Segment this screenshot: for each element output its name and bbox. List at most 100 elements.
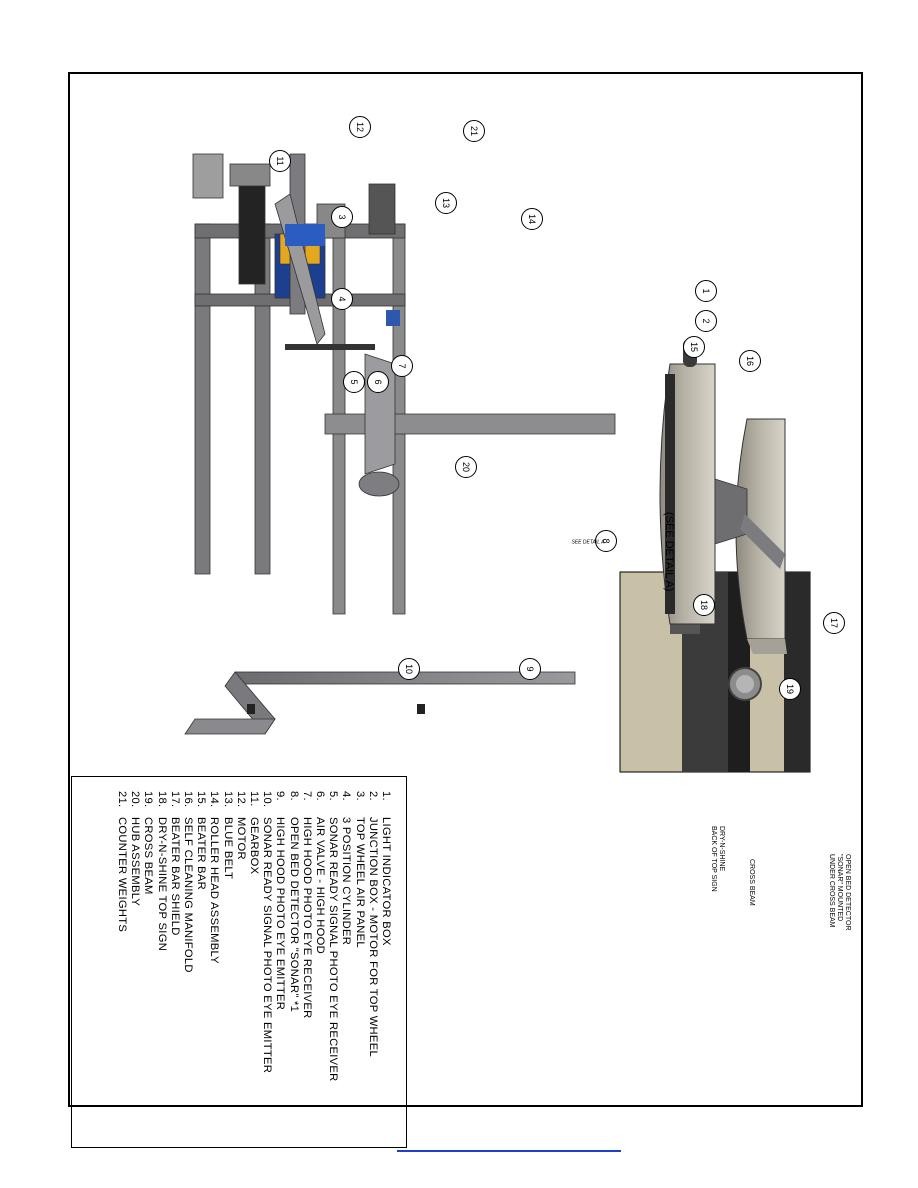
legend-item-label: SONAR READY SIGNAL PHOTO EYE RECEIVER [327, 817, 340, 1082]
legend-item-label: HIGH HOOD PHOTO EYE RECEIVER [300, 817, 313, 1019]
see-detail-small-label: SEE DETAIL A [571, 539, 605, 546]
legend-item: 15. BEATER BAR [194, 791, 207, 1137]
detail-note-beam: CROSS BEAM [748, 859, 755, 906]
legend-item-number: 14. [208, 791, 221, 808]
legend-item-label: SONAR READY SIGNAL PHOTO EYE EMITTER [261, 817, 274, 1074]
drawing-frame: 1 2 3 4 5 6 7 8 SEE DETAIL A 9 10 11 12 … [68, 72, 865, 1148]
legend-item-label: GEARBOX [247, 817, 260, 875]
legend-item: 14. ROLLER HEAD ASSEMBLY [207, 791, 220, 1137]
legend-item-number: 6. [313, 791, 326, 801]
legend-item-label: BLUE BELT [221, 817, 234, 880]
legend-item-label: BEATER BAR SHIELD [168, 817, 181, 936]
legend-item-number: 21. [115, 791, 128, 808]
callout-13: 13 [435, 192, 457, 214]
legend-item-number: 17. [168, 791, 181, 808]
legend-item: 1. LIGHT INDICATOR BOX [379, 791, 392, 1137]
callout-14: 14 [521, 208, 543, 230]
legend-item-label: AIR VALVE - HIGH HOOD [313, 817, 326, 955]
legend-item-label: ROLLER HEAD ASSEMBLY [208, 817, 221, 964]
legend-item: 19. CROSS BEAM [141, 791, 154, 1137]
legend-item-label: DRY-N-SHINE TOP SIGN [155, 817, 168, 952]
callout-16: 16 [739, 350, 761, 372]
legend-item: 9. HIGH HOOD PHOTO EYE EMITTER [273, 791, 286, 1137]
legend-item-number: 8. [287, 791, 300, 801]
arm-beams [192, 153, 616, 435]
legend-item: 17. BEATER BAR SHIELD [168, 791, 181, 1137]
legend-item-number: 20. [129, 791, 142, 808]
callout-7: 7 [391, 355, 413, 377]
legend-item-number: 4. [340, 791, 353, 801]
callout-10: 10 [398, 658, 420, 680]
legend-item-label: HIGH HOOD PHOTO EYE EMITTER [274, 817, 287, 1011]
callout-3: 3 [331, 206, 353, 228]
callout-2: 2 [695, 310, 717, 332]
legend-item-label: 3 POSITION CYLINDER [340, 817, 353, 946]
legend-item: 3. TOP WHEEL AIR PANEL [352, 791, 366, 1137]
callout-20: 20 [455, 456, 477, 478]
detail-note-sonar-line3: UNDER CROSS BEAM [828, 854, 835, 928]
callout-9: 9 [519, 658, 541, 680]
callout-19: 19 [779, 678, 801, 700]
detail-note-sign-line2: BACK OF TOP SIGN [710, 826, 717, 892]
legend-item-label: BEATER BAR [195, 817, 208, 891]
callout-12: 12 [349, 116, 371, 138]
legend-item: 8. OPEN BED DETECTOR "SONAR" *1 [286, 791, 300, 1137]
legend-item: 16. SELF CLEANING MANIFOLD [181, 791, 194, 1137]
legend-item-number: 10. [261, 791, 274, 808]
cross-beam [184, 671, 576, 735]
legend-item-label: OPEN BED DETECTOR "SONAR" *1 [287, 817, 300, 1013]
callout-11: 11 [269, 150, 291, 172]
legend-item-number: 16. [181, 791, 194, 808]
detail-note-sonar-line2: "SONAR" MOUNTED [836, 854, 843, 922]
legend-item-label: LIGHT INDICATOR BOX [380, 817, 392, 946]
legend-item: 10. SONAR READY SIGNAL PHOTO EYE EMITTER [260, 791, 273, 1137]
legend-item-label: JUNCTION BOX - MOTOR FOR TOP WHEEL [366, 817, 379, 1057]
legend-item-label: CROSS BEAM [142, 817, 155, 895]
legend-item-label: SELF CLEANING MANIFOLD [181, 817, 194, 973]
detail-note-sign: DRY-N-SHINE BACK OF TOP SIGN [709, 826, 725, 892]
legend-item-number: 9. [274, 791, 287, 801]
parts-legend: 1. LIGHT INDICATOR BOX 2. JUNCTION BOX - MO… [71, 776, 407, 1148]
legend-item-label: HUB ASSEMBLY [129, 817, 142, 907]
callout-18: 18 [693, 594, 715, 616]
machine-illustration [184, 153, 811, 773]
beater-bar-shield [659, 363, 716, 625]
detail-note-sonar: OPEN BED DETECTOR "SONAR" MOUNTED UNDER … [827, 854, 851, 931]
legend-item: 2. JUNCTION BOX - MOTOR FOR TOP WHEEL [366, 791, 379, 1137]
callout-4: 4 [331, 288, 353, 310]
legend-item-number: 7. [300, 791, 313, 801]
legend-item: 20. HUB ASSEMBLY [128, 791, 141, 1137]
callout-5: 5 [343, 371, 365, 393]
legend-item-number: 18. [155, 791, 168, 808]
legend-item-number: 5. [327, 791, 340, 801]
footer-link-underline [397, 1150, 621, 1152]
see-detail-heading: (SEE DETAIL A) [663, 512, 675, 592]
legend-item-number: 13. [221, 791, 234, 808]
detail-note-sonar-line1: OPEN BED DETECTOR [844, 854, 851, 931]
legend-item: 11. GEARBOX [247, 791, 260, 1137]
legend-item: 21. COUNTER WEIGHTS [115, 791, 128, 1137]
legend-item-number: 3. [353, 791, 366, 801]
callout-1: 1 [695, 280, 717, 302]
legend-item: 13. BLUE BELT [220, 791, 234, 1137]
callout-21: 21 [463, 120, 485, 142]
legend-item-label: MOTOR [234, 817, 247, 860]
shield-support [714, 478, 785, 569]
legend-item-number: 11. [247, 791, 260, 807]
callout-6: 6 [367, 371, 389, 393]
rotated-drawing-sheet: 1 2 3 4 5 6 7 8 SEE DETAIL A 9 10 11 12 … [70, 74, 865, 1148]
legend-item-number: 12. [234, 791, 247, 808]
legend-item: 12. MOTOR [234, 791, 247, 1137]
legend-item: 7. HIGH HOOD PHOTO EYE RECEIVER [300, 791, 313, 1137]
legend-item-label: TOP WHEEL AIR PANEL [353, 817, 366, 948]
legend-item: 4. 3 POSITION CYLINDER [339, 791, 352, 1137]
legend-item-number: 2. [366, 791, 379, 801]
legend-item: 18. DRY-N-SHINE TOP SIGN [154, 791, 168, 1137]
legend-item: 6. AIR VALVE - HIGH HOOD [313, 791, 326, 1137]
detail-note-sign-line1: DRY-N-SHINE [718, 826, 725, 872]
legend-item-number: 15. [195, 791, 208, 808]
legend-item-label: COUNTER WEIGHTS [115, 817, 128, 933]
legend-item-number: 19. [142, 791, 155, 808]
legend-item-number: 1. [380, 791, 392, 801]
legend-item: 5. SONAR READY SIGNAL PHOTO EYE RECEIVER [326, 791, 339, 1137]
